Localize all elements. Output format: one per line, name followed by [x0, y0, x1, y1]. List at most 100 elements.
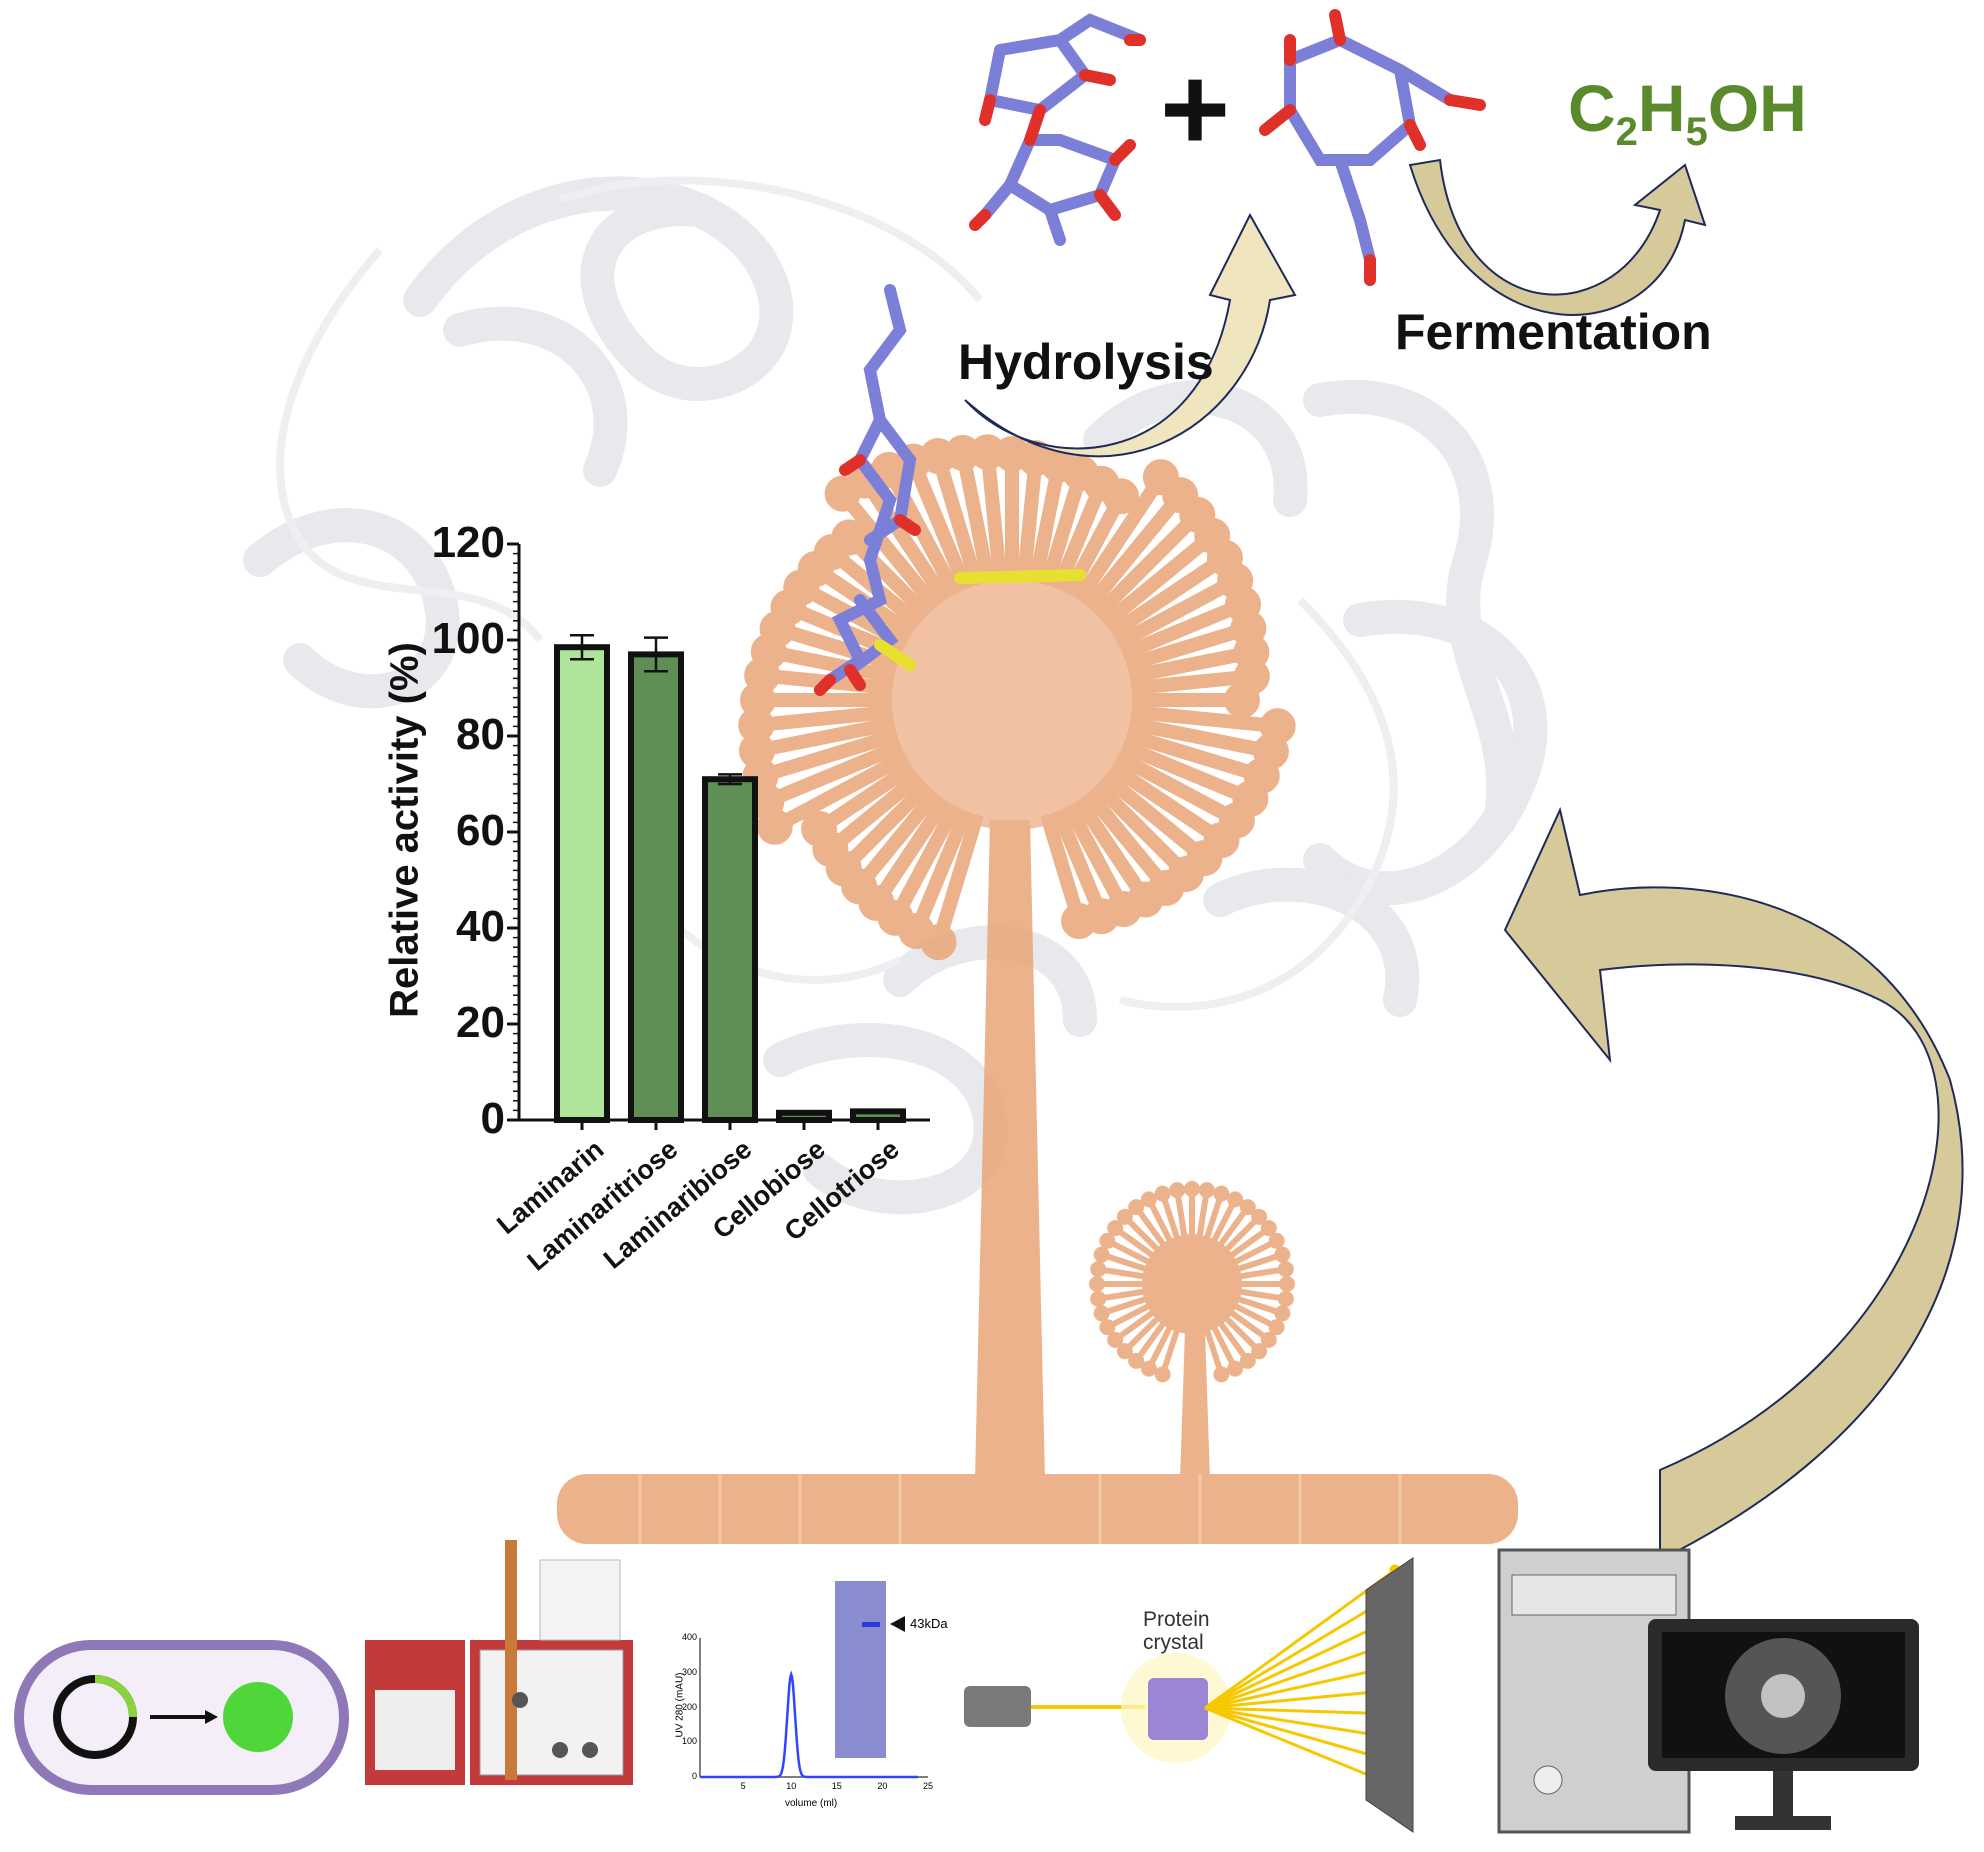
y-tick-label: 80	[456, 710, 505, 759]
y-tick-label: 100	[431, 614, 505, 663]
phialide	[1100, 770, 1209, 864]
vesicle	[882, 570, 1142, 830]
phialide	[906, 458, 973, 592]
diffraction-ray	[1204, 1640, 1396, 1710]
phialide	[1040, 471, 1088, 588]
phialide	[955, 451, 996, 584]
y-tick-label: 0	[480, 1094, 505, 1143]
detector-plate	[1365, 1557, 1414, 1833]
phialide	[1114, 750, 1241, 827]
small-phialide	[1105, 1301, 1154, 1330]
hydrolysis-label: Hydrolysis	[958, 334, 1214, 390]
small-conidium	[1116, 1208, 1133, 1225]
phialide	[1130, 669, 1253, 696]
small-conidium	[1154, 1185, 1171, 1202]
phialide	[755, 716, 896, 758]
expression-cell	[14, 1640, 349, 1795]
phialide	[889, 802, 962, 922]
small-phialide	[1203, 1192, 1225, 1243]
small-conidium	[1277, 1290, 1294, 1307]
chromatogram-ylabel: UV 280 (mAU)	[674, 1672, 686, 1738]
small-phialide	[1174, 1189, 1188, 1241]
bar-laminarin	[554, 644, 610, 1123]
small-phialide	[1097, 1288, 1149, 1302]
phialide	[1091, 779, 1191, 879]
small-phialide	[1122, 1313, 1163, 1354]
hydrolysis-arrow	[964, 212, 1297, 458]
ethanol-oh: OH	[1707, 71, 1807, 145]
small-conidium	[1128, 1199, 1145, 1216]
small-conidium	[1251, 1208, 1268, 1225]
phialide	[1100, 530, 1217, 630]
ethanol-formula: C2H5OH	[1568, 70, 1807, 155]
conidium	[1162, 477, 1199, 514]
phialide	[859, 476, 952, 605]
chromatogram-ytick: 400	[681, 1632, 697, 1642]
small-conidium	[1268, 1232, 1285, 1249]
band-pointer-icon	[890, 1616, 905, 1632]
phialide	[755, 704, 894, 733]
small-conidium	[1140, 1360, 1157, 1377]
phialide	[1051, 808, 1109, 919]
phialide	[815, 760, 917, 835]
hypha	[557, 1474, 1518, 1544]
chromatogram-ytick: 100	[681, 1736, 697, 1747]
small-phialide	[1209, 1322, 1238, 1371]
fermentation-label: Fermentation	[1395, 304, 1712, 360]
fermentation-arrow	[1408, 158, 1707, 316]
phialide	[931, 453, 984, 588]
small-phialide	[1146, 1322, 1175, 1371]
diffraction-ray	[1204, 1664, 1396, 1710]
conidium	[1233, 658, 1270, 695]
small-phialide	[1235, 1266, 1287, 1280]
small-phialide	[1196, 1189, 1210, 1241]
small-phialide	[1235, 1288, 1287, 1302]
conidium	[1061, 903, 1098, 940]
small-phialide	[1146, 1197, 1175, 1246]
return-arrow	[1503, 806, 1964, 1562]
diffraction-ray	[1204, 1592, 1396, 1710]
small-conidium	[1239, 1352, 1256, 1369]
diffraction-ray	[1204, 1706, 1396, 1764]
small-conidium	[1107, 1331, 1124, 1348]
conidium	[1142, 459, 1179, 496]
small-phialide	[1159, 1325, 1181, 1376]
phialide	[931, 812, 984, 945]
phialide	[909, 808, 973, 934]
small-phialide	[1216, 1318, 1251, 1363]
small-phialide	[1226, 1308, 1271, 1343]
plus-sign: +	[1160, 42, 1231, 176]
small-conidium	[1277, 1261, 1294, 1278]
chromatogram-xtick: 25	[923, 1781, 934, 1791]
small-phialide	[1221, 1313, 1262, 1354]
diffraction-ray	[1204, 1568, 1396, 1710]
small-phialide	[1233, 1295, 1284, 1317]
small-conidium	[1184, 1181, 1200, 1197]
small-conidium	[1274, 1246, 1291, 1263]
small-conidium	[1169, 1182, 1186, 1199]
gel-band-label: 43kDa	[910, 1616, 948, 1631]
stalk	[975, 820, 1045, 1480]
phialide	[767, 644, 896, 684]
phialide	[1124, 621, 1251, 672]
small-conidium	[1093, 1246, 1110, 1263]
fplc-machine	[365, 1540, 633, 1785]
chromatogram-xtick: 10	[786, 1781, 797, 1791]
small-conidium	[1093, 1305, 1110, 1322]
xray-source	[964, 1686, 1145, 1727]
small-phialide	[1113, 1308, 1158, 1343]
chromatogram-ytick: 200	[681, 1701, 697, 1712]
phialide	[1062, 802, 1130, 913]
small-conidium	[1260, 1331, 1277, 1348]
error-bar	[866, 1108, 890, 1115]
phialide	[1091, 509, 1203, 621]
y-tick-label: 60	[456, 806, 505, 855]
small-conidium	[1128, 1352, 1145, 1369]
monitor	[1648, 1619, 1919, 1830]
crystal-label: Protein crystal	[1143, 1608, 1210, 1654]
error-bar	[718, 773, 742, 786]
conidium	[1102, 478, 1139, 515]
